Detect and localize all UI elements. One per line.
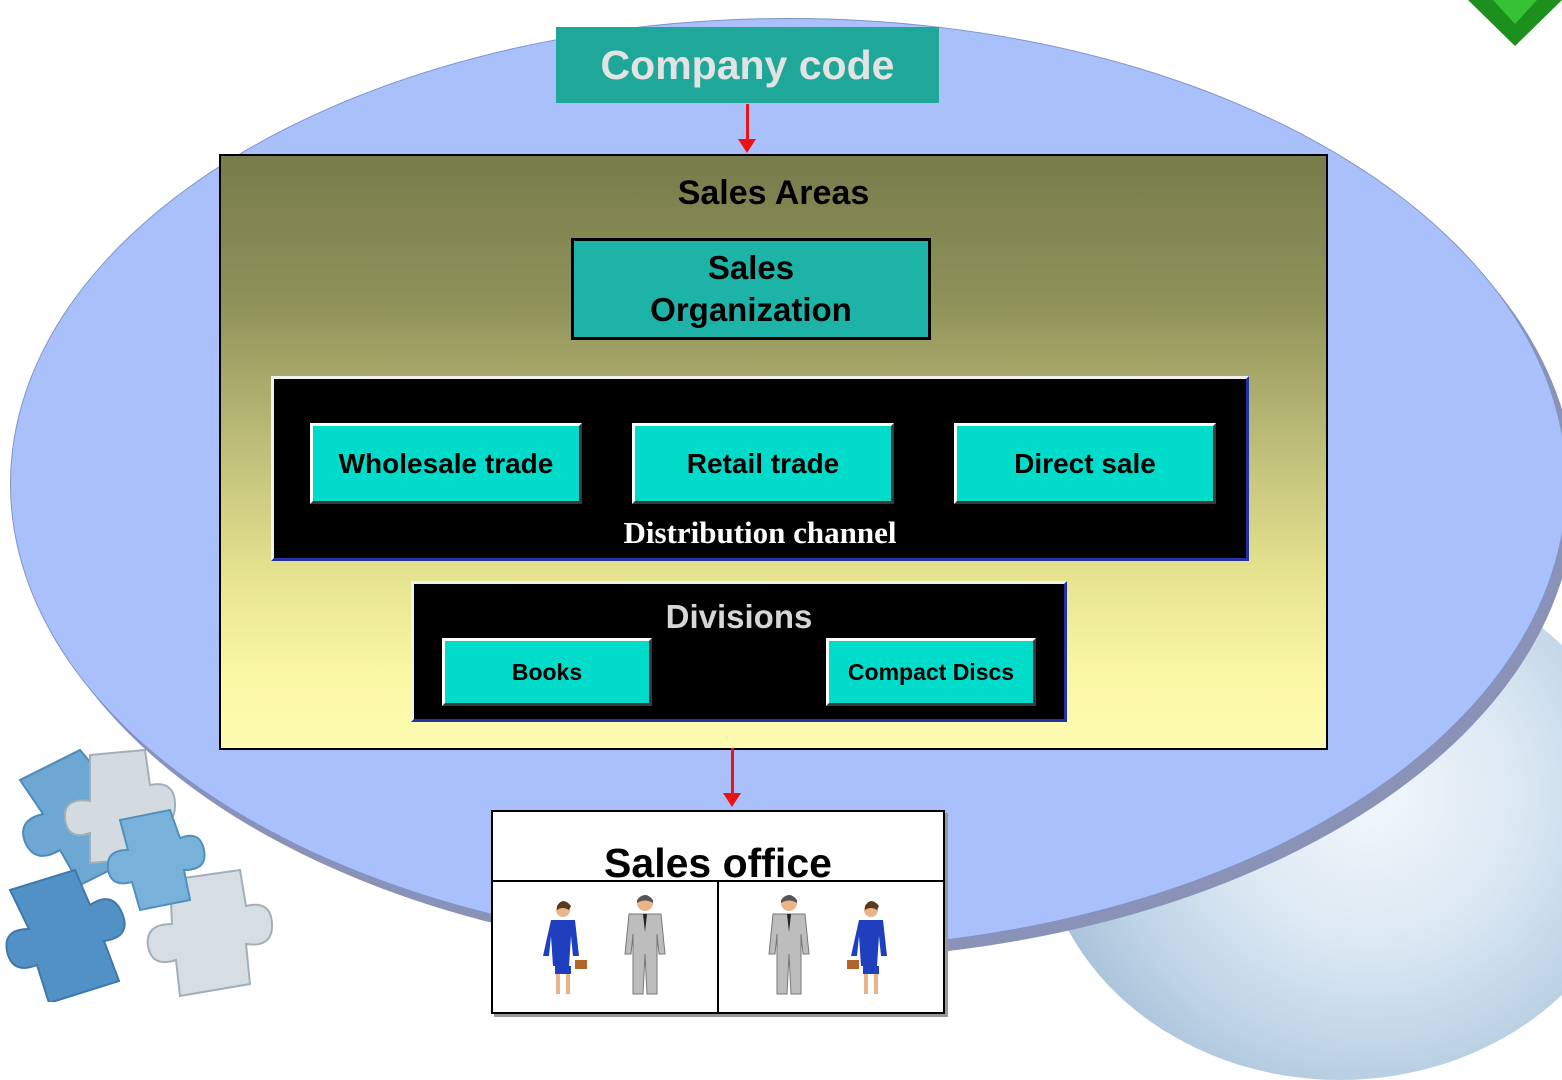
- arrow-shaft-top: [746, 104, 749, 140]
- division-compact-discs: Compact Discs: [826, 638, 1036, 706]
- divisions-panel: Divisions Books Compact Discs: [411, 581, 1067, 722]
- channel-retail-trade: Retail trade: [632, 423, 894, 504]
- channel-wholesale-trade: Wholesale trade: [310, 423, 582, 504]
- arrow-down-icon: [723, 793, 741, 807]
- arrow-shaft-bottom: [731, 748, 734, 794]
- sales-office-divider: [493, 880, 943, 882]
- puzzle-pieces-image: [5, 748, 274, 1002]
- division-books: Books: [442, 638, 652, 706]
- sales-office-title: Sales office: [604, 840, 832, 886]
- sales-office-divider-vertical: [717, 882, 719, 1012]
- sales-areas-box: Sales Areas Sales Organization Wholesale…: [219, 154, 1328, 750]
- divisions-label: Divisions: [665, 598, 813, 635]
- company-code-box: Company code: [556, 27, 939, 103]
- distribution-channel-label: Distribution channel: [623, 515, 897, 550]
- sales-areas-title: Sales Areas: [677, 174, 870, 212]
- businessman-icon: [768, 895, 810, 995]
- sales-office-box: Sales office: [491, 810, 945, 1014]
- logo-icon-inner: [1493, 0, 1537, 24]
- arrow-down-icon: [738, 139, 756, 153]
- businesswoman-icon: [847, 901, 887, 994]
- distribution-channel-panel: Wholesale trade Retail trade Direct sale…: [271, 376, 1249, 561]
- businesswoman-icon: [543, 901, 587, 994]
- sales-organization-box: Sales Organization: [571, 238, 931, 340]
- businessman-icon: [624, 895, 666, 995]
- channel-direct-sale: Direct sale: [954, 423, 1216, 504]
